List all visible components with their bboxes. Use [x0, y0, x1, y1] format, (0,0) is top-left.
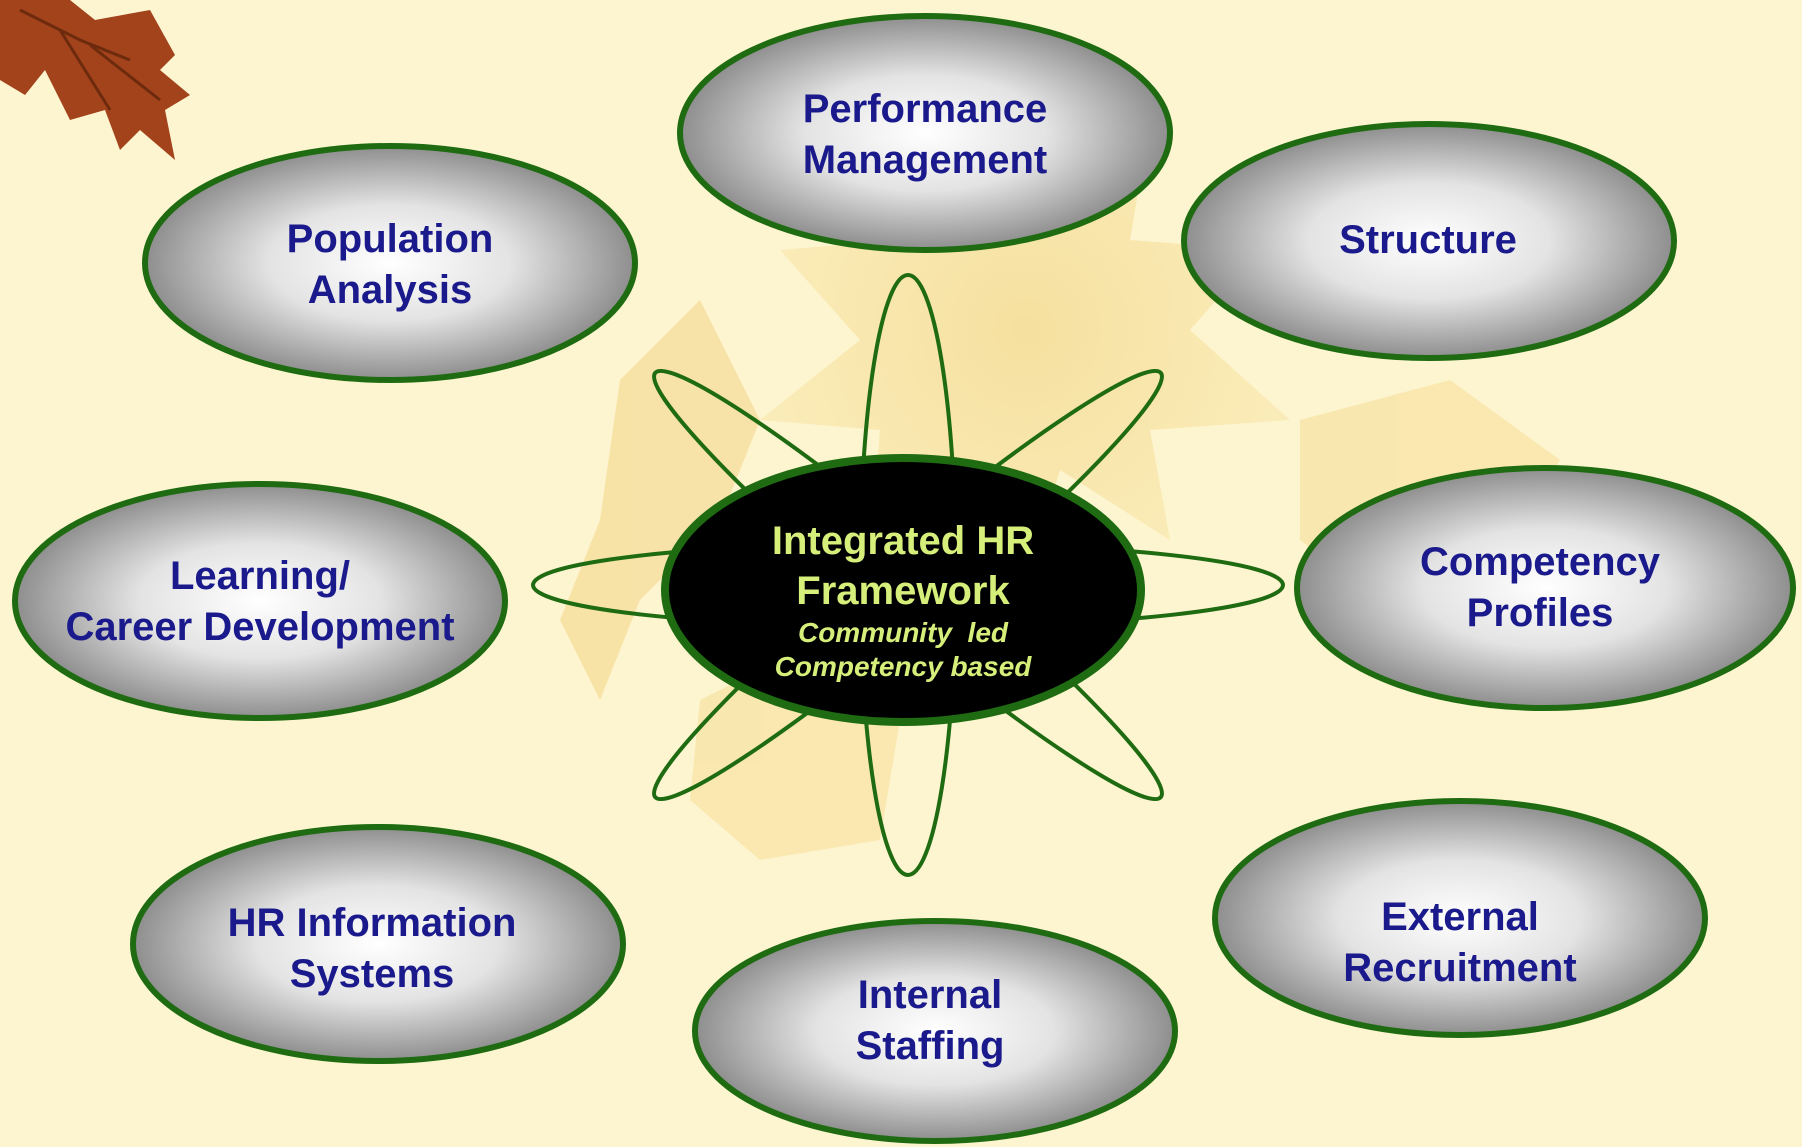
- node-performance-management-shape: [677, 13, 1173, 253]
- center-node-label: Integrated HR Framework Community led Co…: [668, 505, 1138, 695]
- center-subtitle-line2: Competency based: [774, 651, 1032, 682]
- node-competency-profiles: Competency Profiles: [1320, 513, 1760, 663]
- node-label-line2: Staffing: [855, 1024, 1005, 1068]
- node-competency-profiles-shape: [1294, 465, 1796, 711]
- node-label-line1: Population: [286, 217, 494, 261]
- node-label-line1: Learning/: [169, 554, 351, 598]
- node-label-line2: Analysis: [307, 268, 473, 312]
- node-hr-information-systems: HR Information Systems: [152, 874, 592, 1024]
- node-label-line1: External: [1381, 895, 1539, 939]
- node-internal-staffing-shape: [692, 918, 1178, 1144]
- node-label-line1: Performance: [802, 87, 1048, 131]
- node-learning-career-development: Learning/ Career Development: [20, 527, 500, 677]
- node-external-recruitment-shape: [1212, 798, 1708, 1038]
- node-label-line2: Recruitment: [1343, 946, 1577, 990]
- node-label-line2: Systems: [289, 952, 455, 996]
- center-title-line2: Framework: [796, 569, 1010, 613]
- center-subtitle-line1: Community led: [797, 617, 1008, 648]
- node-label-line1: Internal: [857, 973, 1003, 1017]
- node-label-line2: Management: [802, 138, 1048, 182]
- node-label-line1: HR Information: [227, 901, 517, 945]
- node-label-line1: Competency: [1419, 540, 1661, 584]
- node-internal-staffing: Internal Staffing: [710, 946, 1150, 1096]
- node-learning-career-development-shape: [12, 481, 508, 721]
- node-structure: Structure: [1208, 180, 1648, 300]
- center-node: [661, 454, 1145, 726]
- node-performance-management: Performance Management: [705, 60, 1145, 210]
- node-population-analysis-shape: [142, 143, 638, 383]
- center-title-line1: Integrated HR: [771, 519, 1035, 563]
- node-external-recruitment: External Recruitment: [1240, 868, 1680, 1018]
- maple-leaf-icon: [0, 0, 190, 160]
- node-label-line1: Structure: [1339, 217, 1517, 262]
- node-hr-information-systems-shape: [130, 824, 626, 1064]
- node-structure-shape: [1181, 121, 1677, 361]
- node-population-analysis: Population Analysis: [170, 190, 610, 340]
- node-label-line2: Profiles: [1466, 591, 1614, 635]
- node-label-line2: Career Development: [65, 605, 455, 649]
